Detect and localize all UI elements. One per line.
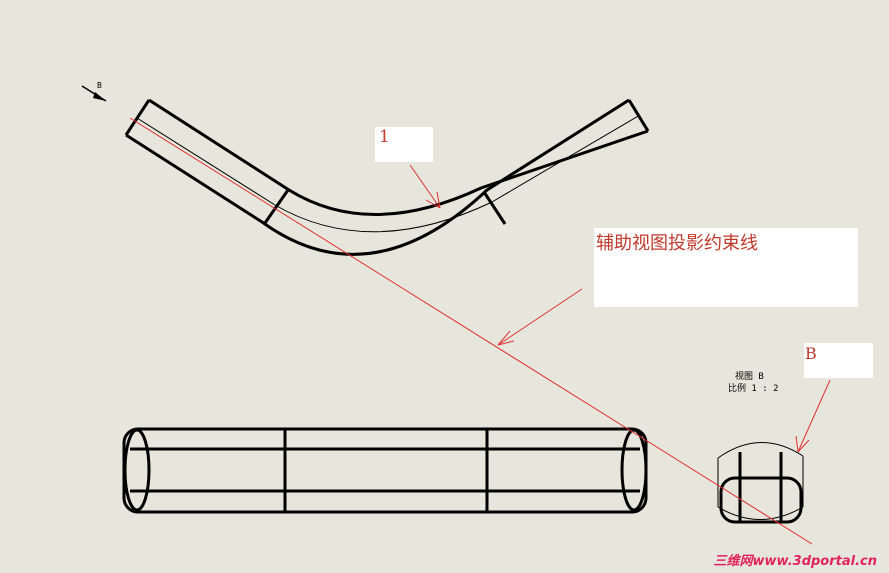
view-arrow-letter: B [97, 81, 102, 90]
callout-1-box [375, 127, 433, 162]
tube-right-end [620, 428, 648, 512]
annotations [129, 117, 831, 545]
leader-note [497, 288, 583, 346]
view-b-scale: 比例 1 : 2 [728, 384, 779, 394]
tube-left-end [123, 428, 151, 512]
view-b-drawing [717, 442, 804, 524]
bent-tube-inner-edge [148, 98, 649, 216]
view-b-arc [717, 442, 804, 459]
watermark: 三维网www.3dportal.cn [713, 554, 877, 569]
constraint-note-text: 辅助视图投影约束线 [596, 233, 758, 254]
leader-callout-b [797, 379, 831, 453]
tube-outline [122, 427, 648, 514]
constraint-note-box [594, 228, 858, 307]
straight-tube-view [122, 427, 648, 514]
callout-b-label: B [805, 344, 817, 363]
projection-constraint-line [129, 117, 813, 545]
bent-tube-centerline [136, 114, 641, 233]
tube-end-left [124, 99, 151, 136]
tube-end-right [627, 99, 650, 132]
view-b-title: 视图 B [735, 372, 764, 382]
bent-tube-outer-edge [125, 98, 630, 256]
bend-boundary-left [263, 189, 290, 224]
view-b-section [719, 476, 803, 524]
bent-tube-view [124, 98, 650, 256]
view-direction-arrow [81, 85, 107, 102]
leader-callout-1 [409, 164, 441, 209]
callout-b-box [804, 343, 873, 378]
callout-1-label: 1 [379, 127, 390, 147]
bend-boundary-right [482, 191, 507, 225]
